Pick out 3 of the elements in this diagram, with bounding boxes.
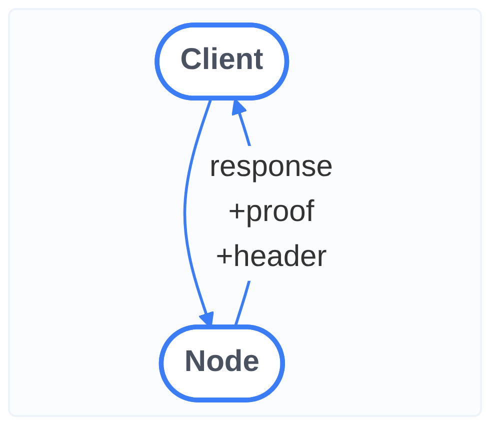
edge-label: response +proof +header <box>210 146 333 281</box>
stadium-node: Client <box>154 22 290 100</box>
stadium-node: Node <box>158 324 285 402</box>
